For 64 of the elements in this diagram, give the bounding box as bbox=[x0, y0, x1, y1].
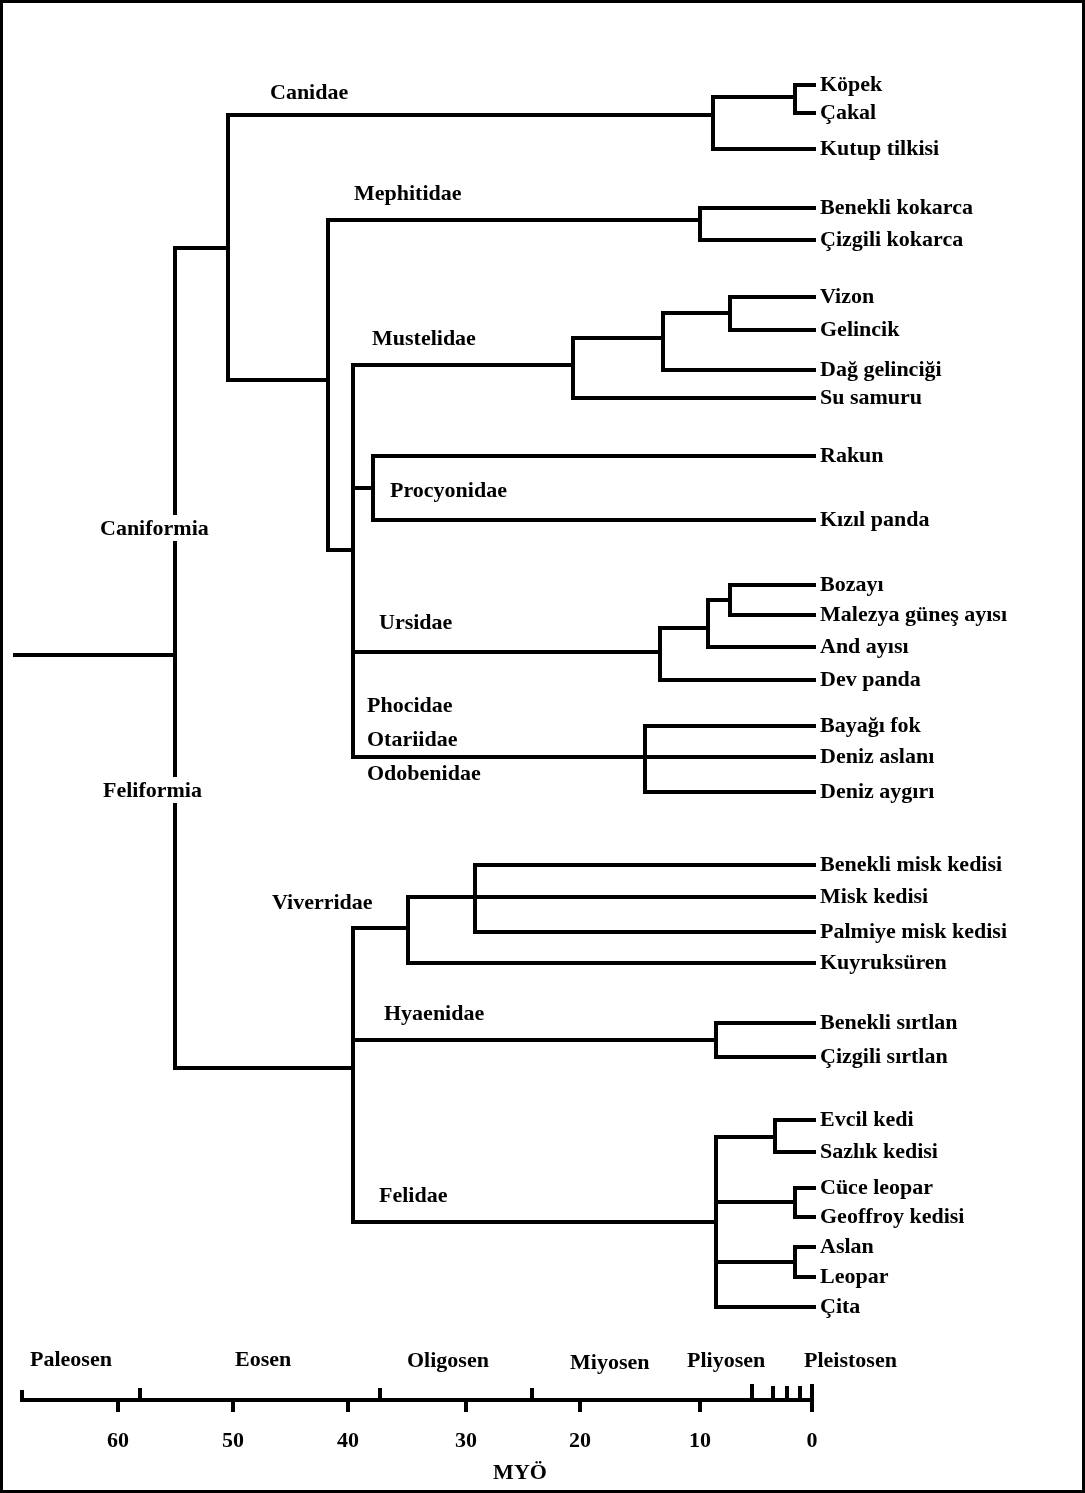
species-label: Benekli kokarca bbox=[816, 194, 973, 220]
species-label: Kutup tilkisi bbox=[816, 135, 940, 161]
species-label: Kızıl panda bbox=[816, 506, 930, 532]
branch-line bbox=[373, 518, 816, 522]
species-label: Dev panda bbox=[816, 666, 921, 692]
branch-line bbox=[795, 1215, 816, 1219]
clade-label: Caniformia bbox=[98, 515, 211, 541]
branch-line bbox=[795, 1245, 816, 1249]
branch-line bbox=[775, 1118, 816, 1122]
species-label: Rakun bbox=[816, 442, 884, 468]
branch-line bbox=[475, 930, 816, 934]
species-label: Vizon bbox=[816, 283, 875, 309]
species-label: Cüce leopar bbox=[816, 1174, 934, 1200]
branch-line bbox=[716, 1055, 816, 1059]
species-label: Misk kedisi bbox=[816, 883, 929, 909]
clade-label: Feliformia bbox=[101, 777, 204, 803]
species-label: Benekli sırtlan bbox=[816, 1009, 958, 1035]
branch-line bbox=[700, 206, 816, 210]
species-label: Su samuru bbox=[816, 384, 923, 410]
species-label: Palmiye misk kedisi bbox=[816, 918, 1007, 944]
branch-line bbox=[373, 454, 816, 458]
branch-line bbox=[775, 1150, 816, 1154]
species-label: Çita bbox=[816, 1293, 861, 1319]
branch-line bbox=[408, 961, 816, 965]
branch-line bbox=[475, 895, 816, 899]
branch-line bbox=[660, 678, 816, 682]
species-label: Sazlık kedisi bbox=[816, 1138, 938, 1164]
species-label: Çakal bbox=[816, 99, 877, 125]
species-label: Evcil kedi bbox=[816, 1106, 914, 1132]
branch-line bbox=[716, 1021, 816, 1025]
branch-line bbox=[645, 724, 816, 728]
species-label: Dağ gelinciği bbox=[816, 356, 942, 382]
branch-line bbox=[645, 790, 816, 794]
species-label: Bozayı bbox=[816, 571, 884, 597]
species-label: Malezya güneş ayısı bbox=[816, 601, 1007, 627]
branch-line bbox=[573, 396, 816, 400]
species-label: Bayağı fok bbox=[816, 712, 921, 738]
branch-line bbox=[730, 583, 816, 587]
branch-line bbox=[795, 1275, 816, 1279]
species-label: Deniz aslanı bbox=[816, 743, 935, 769]
branch-line bbox=[713, 147, 816, 151]
branch-line bbox=[700, 238, 816, 242]
branch-line bbox=[730, 295, 816, 299]
branch-line bbox=[708, 645, 816, 649]
species-label: Kuyruksüren bbox=[816, 949, 947, 975]
species-label: And ayısı bbox=[816, 633, 909, 659]
species-label: Köpek bbox=[816, 71, 883, 97]
species-label: Çizgili kokarca bbox=[816, 226, 964, 252]
species-label: Çizgili sırtlan bbox=[816, 1043, 948, 1069]
branch-line bbox=[663, 368, 816, 372]
species-label: Aslan bbox=[816, 1233, 874, 1259]
species-label: Deniz aygırı bbox=[816, 778, 935, 804]
branch-line bbox=[730, 328, 816, 332]
branch-line bbox=[795, 111, 816, 115]
species-label: Gelincik bbox=[816, 316, 900, 342]
branch-line bbox=[730, 613, 816, 617]
branch-line bbox=[795, 83, 816, 87]
species-label: Benekli misk kedisi bbox=[816, 851, 1003, 877]
branch-line bbox=[475, 863, 816, 867]
branch-line bbox=[716, 1305, 816, 1309]
species-label: Geoffroy kedisi bbox=[816, 1203, 965, 1229]
species-label: Leopar bbox=[816, 1263, 889, 1289]
branch-line bbox=[645, 755, 816, 759]
branch-line bbox=[795, 1186, 816, 1190]
